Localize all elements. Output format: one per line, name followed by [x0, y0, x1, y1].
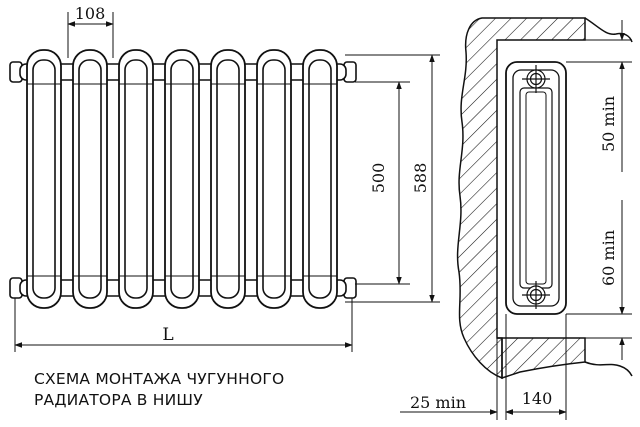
radiator-section-4: [164, 49, 200, 309]
pitch-dimension: [67, 12, 114, 58]
section-inner-6: [262, 59, 286, 299]
section-inner-2: [78, 59, 102, 299]
section-inner-3: [124, 59, 148, 299]
radiator-section-5: [210, 49, 246, 309]
radiator-section-7: [302, 49, 338, 309]
wall-clearance-label: 25 min: [410, 393, 466, 412]
radiator-section-3: [118, 49, 154, 309]
diagram-caption: СХЕМА МОНТАЖА ЧУГУННОГО РАДИАТОРА В НИШУ: [34, 369, 284, 411]
total-height-dimension: [345, 54, 440, 303]
axis-distance-dimension: [355, 81, 410, 285]
radiator-section-6: [256, 49, 292, 309]
length-label: L: [162, 325, 173, 345]
caption-line-2: РАДИАТОРА В НИШУ: [34, 391, 203, 409]
top-clearance-dimension: [566, 20, 632, 172]
wall-niche: [456, 17, 633, 380]
depth-dimension: [400, 314, 567, 420]
axis-distance-label: 500: [369, 163, 388, 194]
top-plug-icon: [522, 65, 550, 93]
bottom-clearance-dimension: [566, 200, 632, 360]
top-clearance-label: 50 min: [599, 96, 618, 152]
pitch-label: 108: [75, 4, 106, 23]
depth-label: 140: [522, 389, 553, 408]
bottom-clearance-label: 60 min: [599, 230, 618, 286]
radiator-front-view: [9, 49, 357, 309]
caption-line-1: СХЕМА МОНТАЖА ЧУГУННОГО: [34, 370, 285, 388]
section-inner-7: [308, 59, 332, 299]
length-dimension: [14, 298, 353, 352]
bottom-plug-icon: [522, 281, 550, 309]
section-inner-5: [216, 59, 240, 299]
total-height-label: 588: [411, 163, 430, 194]
section-inner-1: [32, 59, 56, 299]
section-inner-4: [170, 59, 194, 299]
radiator-section-2: [72, 49, 108, 309]
radiator-section-1: [26, 49, 62, 309]
radiator-side-view: [505, 61, 567, 315]
